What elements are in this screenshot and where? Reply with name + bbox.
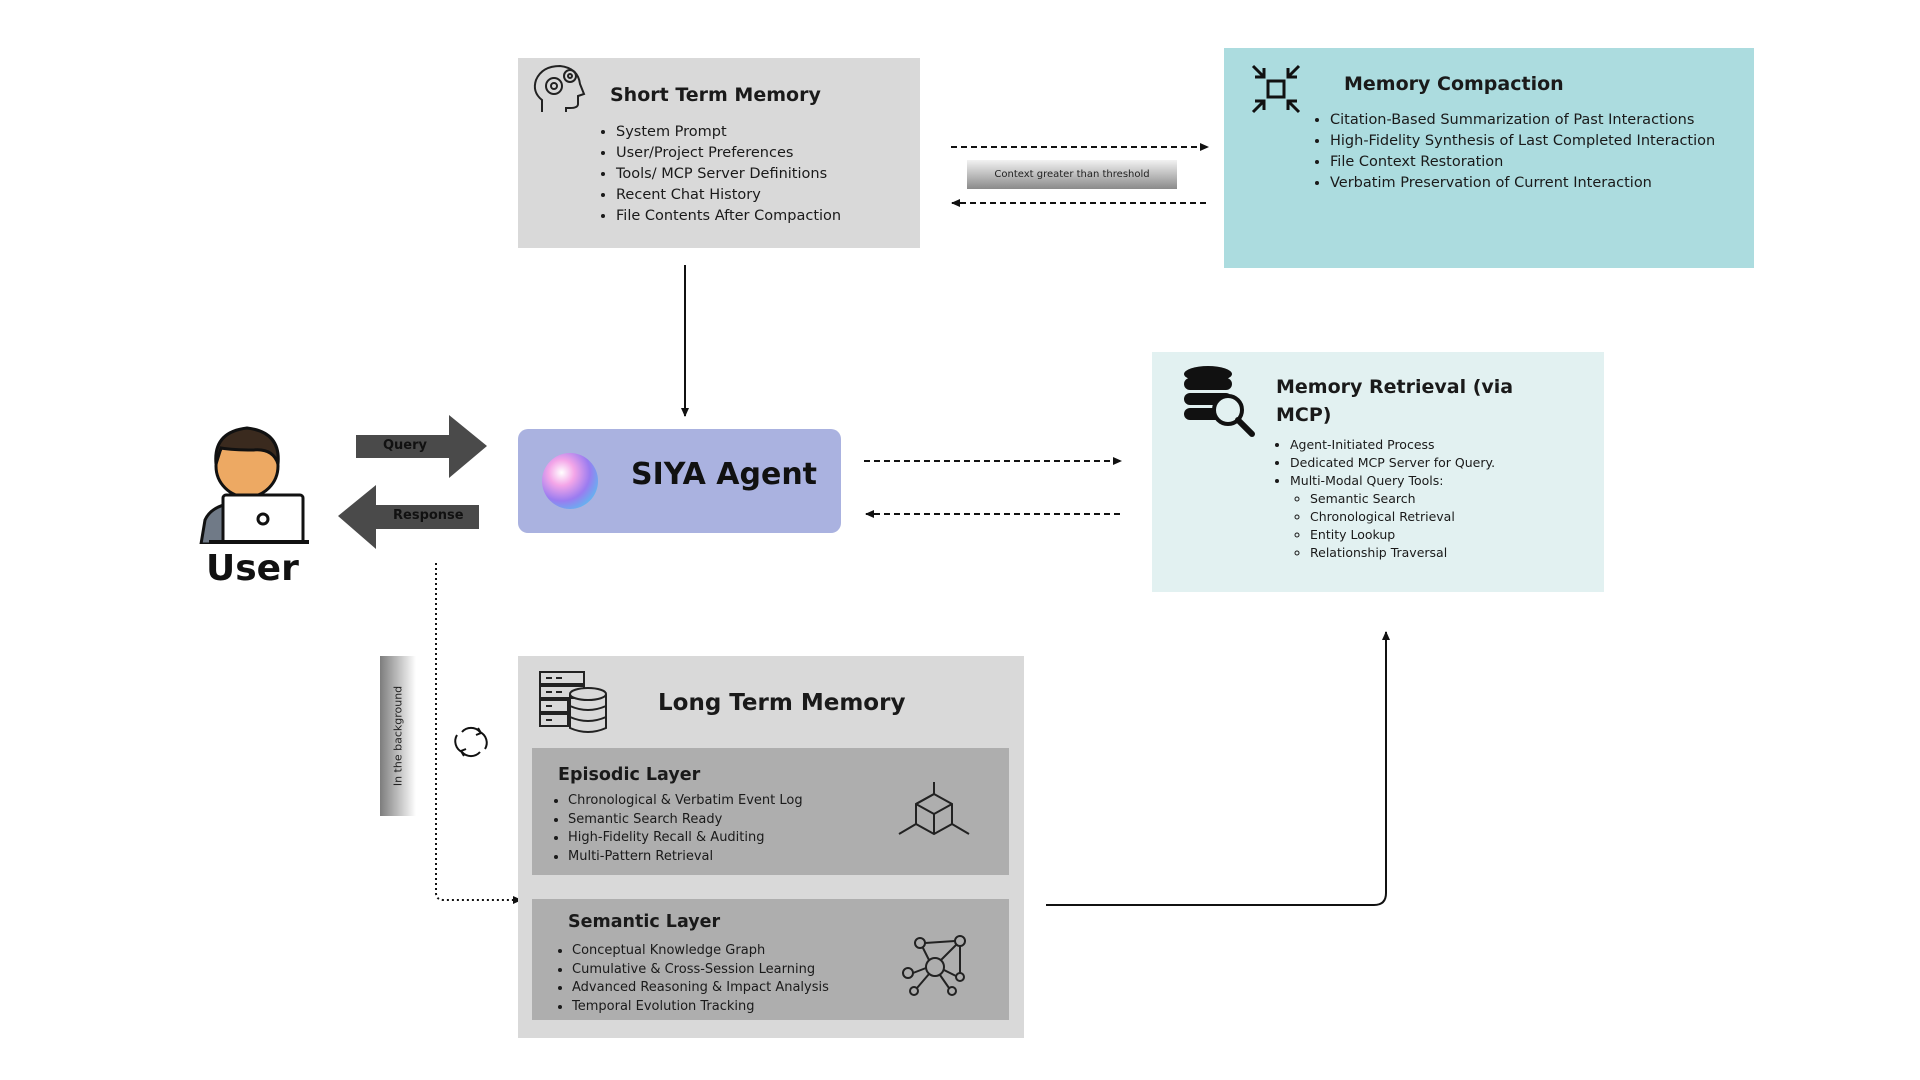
semantic-layer-title: Semantic Layer: [568, 912, 721, 932]
siya-agent-title: SIYA Agent: [631, 457, 818, 492]
list-item: Semantic Search Ready: [568, 811, 803, 830]
list-item: Citation-Based Summarization of Past Int…: [1330, 110, 1730, 131]
server-database-icon: [538, 670, 608, 734]
agent-orb-icon: [542, 453, 598, 509]
context-threshold-label: Context greater than threshold: [994, 169, 1150, 180]
database-search-icon: [1182, 364, 1256, 438]
list-item: Advanced Reasoning & Impact Analysis: [572, 979, 829, 998]
list-item: Tools/ MCP Server Definitions: [616, 164, 841, 185]
background-badge: In the background: [380, 656, 416, 816]
knowledge-graph-icon: [900, 933, 970, 997]
memory-compaction-list: Citation-Based Summarization of Past Int…: [1312, 110, 1730, 194]
context-threshold-badge: Context greater than threshold: [967, 160, 1177, 189]
list-item: Multi-Pattern Retrieval: [568, 848, 803, 867]
list-item: Agent-Initiated Process: [1290, 436, 1610, 454]
query-tools-list: Semantic Search Chronological Retrieval …: [1290, 490, 1610, 562]
user-avatar-icon: [183, 420, 309, 546]
long-term-memory-title: Long Term Memory: [658, 690, 906, 716]
background-label: In the background: [391, 685, 405, 787]
list-item: File Context Restoration: [1330, 152, 1730, 173]
memory-compaction-box: Memory Compaction Citation-Based Summari…: [1224, 48, 1754, 268]
list-item: Conceptual Knowledge Graph: [572, 942, 829, 961]
list-item: User/Project Preferences: [616, 143, 841, 164]
ltm-to-retrieval-arrow: [1046, 631, 1390, 906]
response-label: Response: [393, 508, 464, 523]
siya-agent-box: SIYA Agent: [518, 429, 841, 533]
list-item: High-Fidelity Recall & Auditing: [568, 829, 803, 848]
semantic-layer-list: Conceptual Knowledge Graph Cumulative & …: [554, 942, 829, 1016]
refresh-icon: [454, 726, 488, 758]
compress-arrows-icon: [1249, 62, 1303, 116]
list-item: Dedicated MCP Server for Query.: [1290, 454, 1610, 472]
background-flow-arrow: [435, 563, 522, 904]
list-item: System Prompt: [616, 122, 841, 143]
memory-retrieval-list: Agent-Initiated Process Dedicated MCP Se…: [1272, 436, 1610, 562]
list-item: Chronological & Verbatim Event Log: [568, 792, 803, 811]
list-item: Verbatim Preservation of Current Interac…: [1330, 173, 1730, 194]
memory-retrieval-title-line2: MCP): [1276, 404, 1332, 426]
list-item: Cumulative & Cross-Session Learning: [572, 961, 829, 980]
episodic-layer-list: Chronological & Verbatim Event Log Seman…: [550, 792, 803, 866]
memory-retrieval-title-line1: Memory Retrieval (via: [1276, 376, 1514, 398]
short-term-memory-box: Short Term Memory System Prompt User/Pro…: [518, 58, 920, 248]
list-item: Temporal Evolution Tracking: [572, 998, 829, 1017]
user-label: User: [206, 548, 299, 589]
list-item: Chronological Retrieval: [1310, 508, 1610, 526]
list-item: Recent Chat History: [616, 185, 841, 206]
list-item: File Contents After Compaction: [616, 206, 841, 227]
query-tools-label: Multi-Modal Query Tools:: [1290, 473, 1444, 488]
short-term-memory-title: Short Term Memory: [610, 84, 821, 106]
list-item: Semantic Search: [1310, 490, 1610, 508]
memory-compaction-title: Memory Compaction: [1344, 73, 1564, 95]
list-item: Entity Lookup: [1310, 526, 1610, 544]
list-item: Multi-Modal Query Tools: Semantic Search…: [1290, 472, 1610, 562]
short-term-memory-list: System Prompt User/Project Preferences T…: [598, 122, 841, 227]
semantic-layer-box: Semantic Layer Conceptual Knowledge Grap…: [532, 899, 1009, 1020]
list-item: High-Fidelity Synthesis of Last Complete…: [1330, 131, 1730, 152]
episodic-layer-box: Episodic Layer Chronological & Verbatim …: [532, 748, 1009, 875]
query-label: Query: [383, 438, 428, 453]
brain-gear-icon: [530, 62, 588, 114]
episodic-layer-title: Episodic Layer: [558, 765, 701, 785]
cube-icon: [897, 780, 971, 846]
list-item: Relationship Traversal: [1310, 544, 1610, 562]
memory-retrieval-box: Memory Retrieval (via MCP) Agent-Initiat…: [1152, 352, 1604, 592]
long-term-memory-box: Long Term Memory Episodic Layer Chronolo…: [518, 656, 1024, 1038]
